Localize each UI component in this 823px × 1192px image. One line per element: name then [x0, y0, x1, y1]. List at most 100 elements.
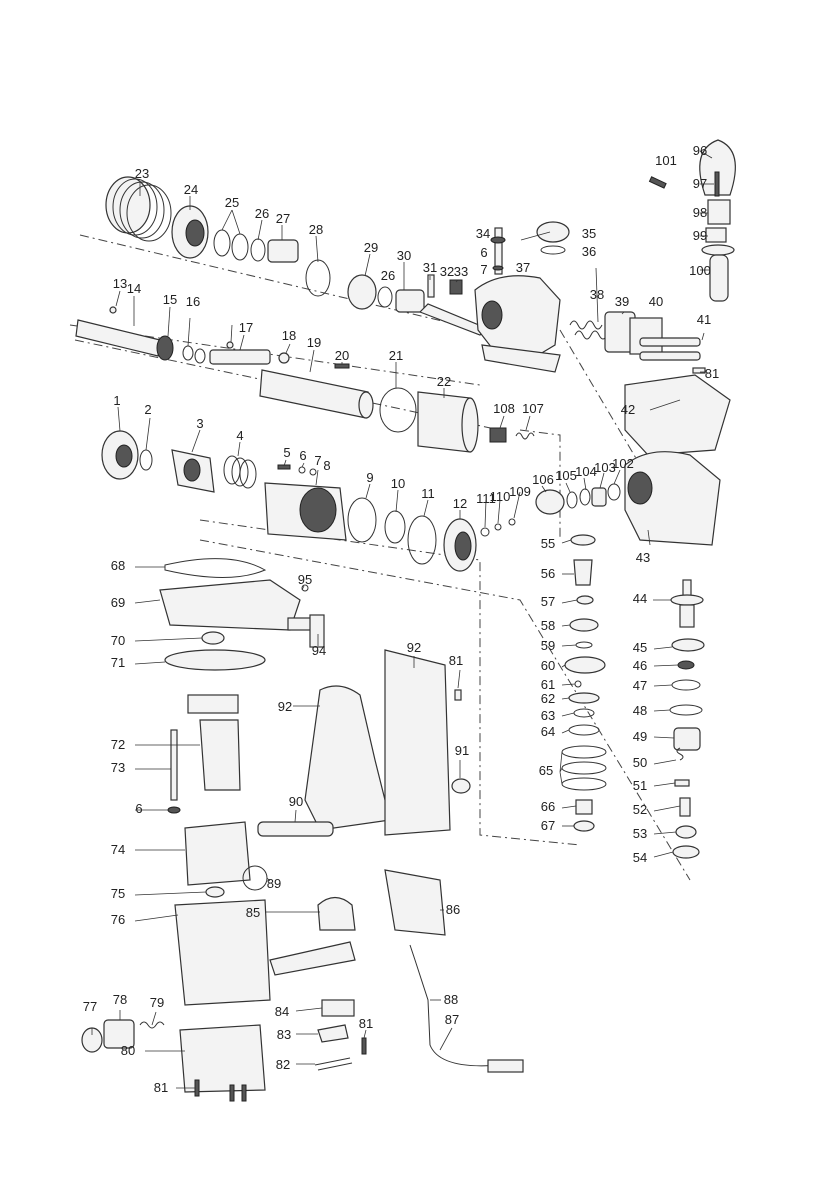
part-label-18: 18: [282, 328, 296, 343]
part-label-33: 33: [454, 264, 468, 279]
rings-9-12: [347, 497, 477, 572]
part-label-6: 6: [135, 801, 142, 816]
part-label-7: 7: [314, 453, 321, 468]
part-label-39: 39: [615, 294, 629, 309]
shaft-stack-44-54: [669, 579, 705, 859]
part-label-69: 69: [111, 595, 125, 610]
part-label-21: 21: [389, 348, 403, 363]
part-label-81: 81: [154, 1080, 168, 1095]
part-label-82: 82: [276, 1057, 290, 1072]
part-label-50: 50: [633, 755, 647, 770]
part-label-107: 107: [522, 401, 544, 416]
part-label-41: 41: [697, 312, 711, 327]
part-label-7: 7: [480, 262, 487, 277]
part-label-88: 88: [444, 992, 458, 1007]
springs-38-plate-39-40-41: [569, 311, 706, 374]
part-label-6: 6: [480, 245, 487, 260]
part-label-63: 63: [541, 708, 555, 723]
part-label-95: 95: [298, 572, 312, 587]
rings-25-26-27: [213, 229, 299, 263]
part-label-49: 49: [633, 729, 647, 744]
part-label-30: 30: [397, 248, 411, 263]
bolt-34-36: [490, 221, 570, 275]
stator-74-76: [174, 821, 271, 1006]
part-label-109: 109: [509, 484, 531, 499]
leader-lines: [91, 150, 714, 1089]
part-label-4: 4: [236, 428, 243, 443]
part-label-84: 84: [275, 1004, 289, 1019]
part-label-22: 22: [437, 374, 451, 389]
flange-5-8: [264, 464, 347, 541]
part-label-71: 71: [111, 655, 125, 670]
part-label-55: 55: [541, 536, 555, 551]
part-label-24: 24: [184, 182, 198, 197]
part-label-9: 9: [366, 470, 373, 485]
part-label-103: 103: [594, 460, 616, 475]
part-label-73: 73: [111, 760, 125, 775]
part-label-26: 26: [255, 206, 269, 221]
switch-parts-102-111: [480, 427, 621, 537]
cylinder-18-22: [259, 352, 479, 453]
part-label-12: 12: [453, 496, 467, 511]
part-label-20: 20: [335, 348, 349, 363]
circlip-28-ring-29-30: [305, 259, 425, 313]
part-label-25: 25: [225, 195, 239, 210]
part-label-80: 80: [121, 1043, 135, 1058]
part-label-51: 51: [633, 778, 647, 793]
handle-halves-90-92: [257, 649, 471, 837]
handle-96-101: [648, 139, 736, 302]
part-label-81: 81: [705, 366, 719, 381]
part-label-94: 94: [312, 643, 326, 658]
part-label-75: 75: [111, 886, 125, 901]
part-label-31: 31: [423, 260, 437, 275]
part-label-37: 37: [516, 260, 530, 275]
sleeve-24: [171, 205, 209, 259]
part-label-32: 32: [440, 264, 454, 279]
part-label-10: 10: [391, 476, 405, 491]
part-label-54: 54: [633, 850, 647, 865]
part-label-101: 101: [655, 153, 677, 168]
part-label-96: 96: [693, 143, 707, 158]
part-label-87: 87: [445, 1012, 459, 1027]
part-label-92: 92: [407, 640, 421, 655]
part-label-92: 92: [278, 699, 292, 714]
part-label-60: 60: [541, 658, 555, 673]
part-label-58: 58: [541, 618, 555, 633]
part-label-5: 5: [283, 445, 290, 460]
part-label-11: 11: [421, 486, 435, 501]
part-label-14: 14: [127, 281, 141, 296]
part-label-45: 45: [633, 640, 647, 655]
part-label-72: 72: [111, 737, 125, 752]
part-label-3: 3: [196, 416, 203, 431]
part-label-43: 43: [636, 550, 650, 565]
gear-stack-55-67: [561, 534, 607, 832]
part-label-36: 36: [582, 244, 596, 259]
gear-housing-37: [474, 275, 561, 373]
part-label-86: 86: [446, 902, 460, 917]
part-label-91: 91: [455, 743, 469, 758]
part-label-28: 28: [309, 222, 323, 237]
part-label-70: 70: [111, 633, 125, 648]
part-label-27: 27: [276, 211, 290, 226]
cap-1-2: [101, 430, 153, 480]
part-label-8: 8: [323, 458, 330, 473]
part-label-81: 81: [359, 1016, 373, 1031]
part-label-104: 104: [575, 464, 597, 479]
part-label-67: 67: [541, 818, 555, 833]
part-label-111: 111: [476, 491, 496, 506]
part-label-85: 85: [246, 905, 260, 920]
part-label-56: 56: [541, 566, 555, 581]
part-label-106: 106: [532, 472, 554, 487]
part-label-99: 99: [693, 228, 707, 243]
part-label-89: 89: [267, 876, 281, 891]
part-label-16: 16: [186, 294, 200, 309]
part-label-2: 2: [144, 402, 151, 417]
part-label-108: 108: [493, 401, 515, 416]
part-label-46: 46: [633, 658, 647, 673]
part-label-97: 97: [693, 176, 707, 191]
motor-parts-68-73: [159, 558, 325, 814]
part-label-81: 81: [449, 653, 463, 668]
spring-23: [105, 176, 172, 242]
